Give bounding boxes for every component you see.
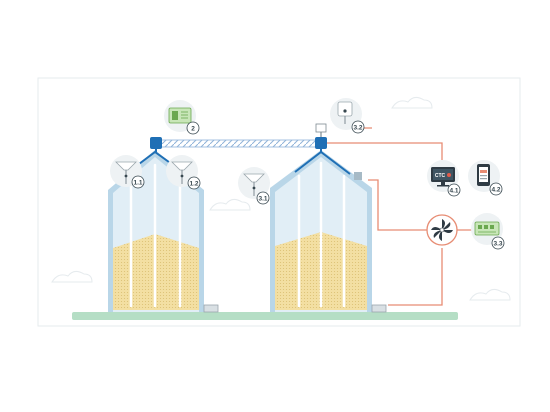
node-io-board-3-3[interactable]: 3.3 — [471, 213, 505, 250]
node-sensor-1-1[interactable]: 1.1 — [110, 155, 145, 189]
badge-circle — [186, 121, 200, 135]
network-bus — [150, 123, 327, 152]
wiring-orange — [327, 127, 486, 306]
background-frame — [37, 77, 521, 327]
badge-circle — [489, 182, 503, 196]
badge-label-3-2: 3.2 — [353, 124, 362, 131]
badge-label-1-1: 1.1 — [133, 179, 142, 186]
cloud-shape — [469, 288, 511, 301]
badge-label-2: 2 — [191, 125, 195, 132]
cloud-shape — [209, 198, 251, 211]
weather-station-icon — [337, 101, 353, 124]
badge-label-3-1: 3.1 — [258, 195, 267, 202]
badge-circle — [351, 120, 365, 134]
ground-strip — [72, 312, 458, 320]
node-monitor-4-1[interactable]: CTC 4.1 — [427, 160, 461, 197]
node-phone-4-2[interactable]: 4.2 — [468, 160, 503, 196]
node-weather-3-2[interactable]: 3.2 — [330, 98, 365, 134]
wire-to-monitor — [327, 142, 443, 160]
badge-circle — [256, 191, 270, 205]
badge-label-1-2: 1.2 — [189, 180, 198, 187]
node-fan[interactable] — [426, 214, 458, 246]
badge-label-3-3: 3.3 — [493, 240, 502, 247]
badge-circle — [187, 176, 201, 190]
node-sensor-3-1[interactable]: 3.1 — [238, 167, 270, 205]
silo-right-sensor-box — [354, 172, 362, 180]
badge-circle — [131, 175, 145, 189]
tilde-sensor-icon — [171, 161, 193, 184]
tilde-sensor-icon — [243, 173, 265, 196]
cloud-shape — [51, 270, 93, 283]
node-connector-right — [315, 137, 327, 149]
antenna-module — [315, 123, 327, 133]
fan-icon — [431, 219, 453, 241]
silo-left-outlet — [203, 304, 219, 313]
tilde-sensor-icon — [115, 161, 137, 184]
wire-fan-to-outlet — [388, 248, 443, 306]
badge-circle — [447, 183, 461, 197]
io-board-icon — [474, 221, 500, 236]
silo-right-outlet — [371, 304, 387, 313]
badge-label-4-2: 4.2 — [491, 186, 500, 193]
phone-icon — [477, 164, 490, 186]
badge-circle — [491, 236, 505, 250]
node-controller-2[interactable]: 2 — [164, 100, 200, 135]
monitor-screen-text: CTC — [435, 173, 446, 179]
background-decoration — [37, 77, 521, 327]
silo-left — [108, 150, 219, 313]
bus-cable — [157, 139, 319, 148]
badge-label-4-1: 4.1 — [449, 187, 458, 194]
cloud-shape — [391, 96, 433, 109]
wire-to-fan — [368, 179, 428, 231]
node-sensor-1-2[interactable]: 1.2 — [166, 155, 201, 190]
silo-right — [270, 150, 387, 313]
node-connector-left — [150, 137, 162, 149]
controller-board-icon — [168, 107, 192, 124]
monitor-icon: CTC — [431, 167, 455, 187]
